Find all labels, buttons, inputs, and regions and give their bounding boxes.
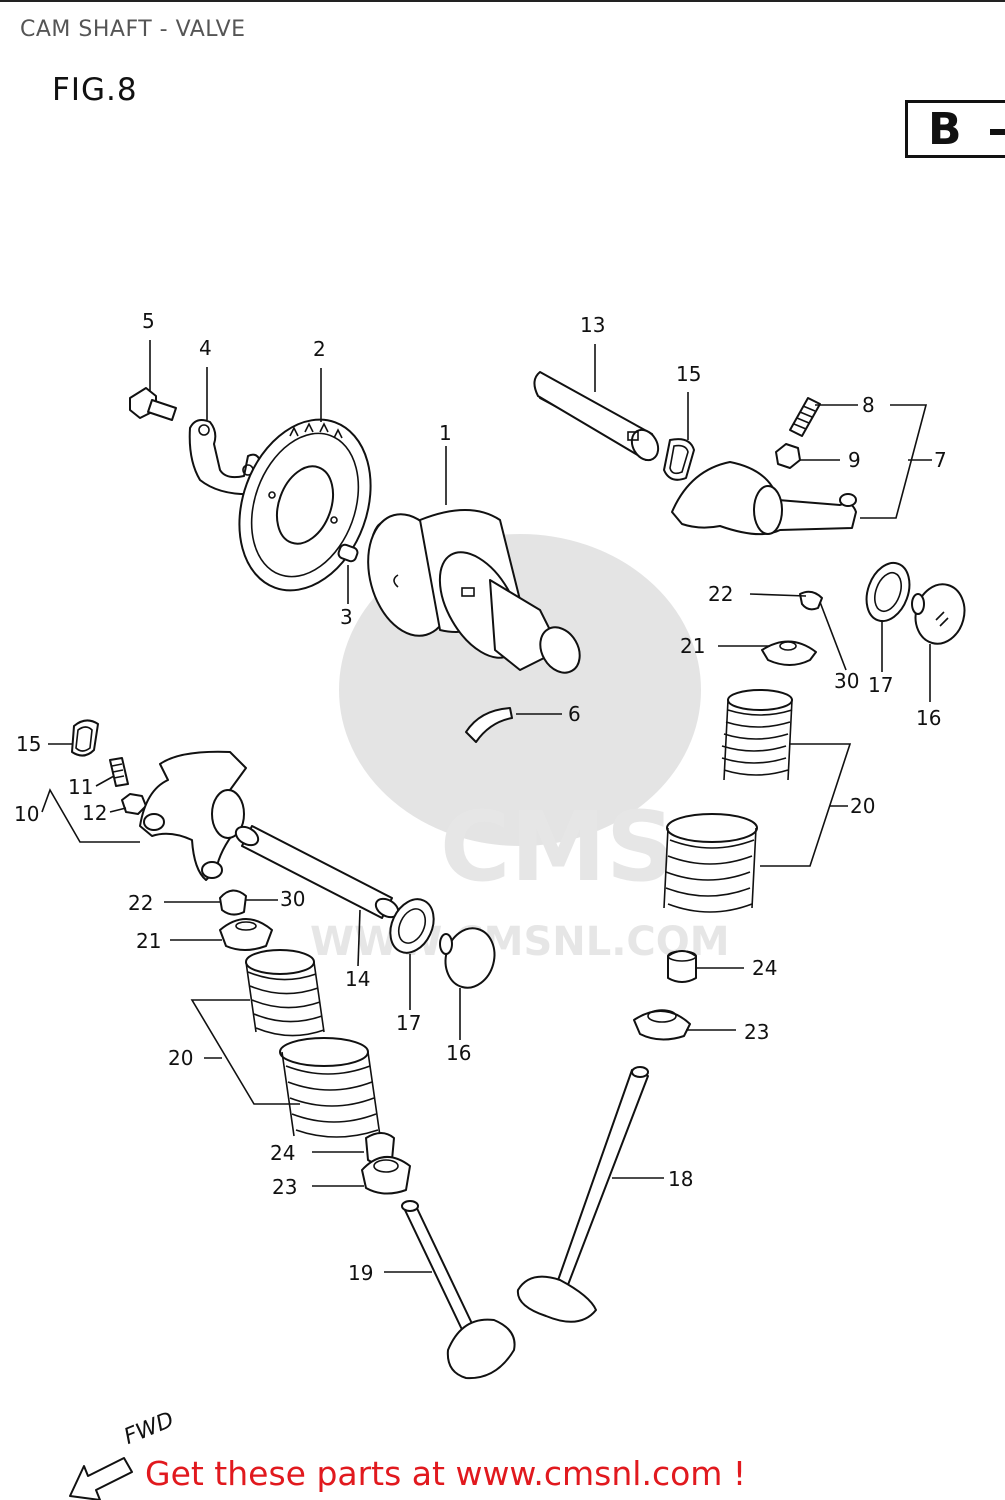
callout-22-lower: 22: [128, 891, 153, 915]
callout-18: 18: [668, 1167, 693, 1191]
callout-12: 12: [82, 801, 107, 825]
rocker-arm-7: [671, 461, 857, 536]
callout-1: 1: [439, 421, 452, 445]
callout-17-lower: 17: [396, 1011, 421, 1035]
top-rule: [0, 0, 1005, 2]
callout-30-lower: 30: [280, 887, 305, 911]
callout-17-upper: 17: [868, 673, 893, 697]
callout-10: 10: [14, 802, 39, 826]
cotter-22-lower: [219, 889, 247, 916]
callout-24-upper: 24: [752, 956, 777, 980]
fwd-arrow-icon: [69, 1457, 133, 1500]
leader-lines: [41, 340, 932, 1273]
section-box-dash: [990, 129, 1005, 135]
oring-15-upper: [663, 438, 695, 481]
callout-24-lower: 24: [270, 1141, 295, 1165]
callout-4: 4: [199, 336, 212, 360]
cam-sprocket-2: [238, 418, 372, 592]
figure-number: FIG.8: [52, 72, 138, 108]
bolt-5: [129, 387, 177, 421]
retainer-21-upper: [761, 640, 817, 666]
callout-14: 14: [345, 967, 370, 991]
seat-23-upper: [633, 1009, 691, 1041]
callout-6: 6: [568, 702, 581, 726]
cap-16-upper: [911, 583, 966, 645]
callout-8: 8: [862, 393, 875, 417]
callout-3: 3: [340, 605, 353, 629]
callout-21-lower: 21: [136, 929, 161, 953]
callout-labels: 5 4 2 1 3 6 13 15 8 9 7 22 21 30 17 16 2…: [14, 309, 947, 1285]
section-box-label: B: [928, 104, 962, 155]
callout-7: 7: [934, 448, 947, 472]
callout-11: 11: [68, 775, 93, 799]
pin-3: [337, 543, 359, 563]
springs-20-upper: [663, 689, 793, 913]
callout-2: 2: [313, 337, 326, 361]
callout-21-upper: 21: [680, 634, 705, 658]
callout-16-upper: 16: [916, 706, 941, 730]
callout-20-lower: 20: [168, 1046, 193, 1070]
callout-23-lower: 23: [272, 1175, 297, 1199]
section-box: B: [905, 100, 1005, 158]
promo-link[interactable]: Get these parts at www.cmsnl.com !: [145, 1454, 747, 1493]
callout-5: 5: [142, 309, 155, 333]
rocker-shaft-14: [234, 825, 400, 919]
oring-17-lower: [389, 898, 435, 954]
camshaft-1: [367, 509, 581, 674]
adjuster-screw-8: [789, 397, 821, 437]
springs-20-lower: [245, 949, 381, 1138]
oring-15-lower: [71, 719, 99, 757]
callout-16-lower: 16: [446, 1041, 471, 1065]
callout-15-lower: 15: [16, 732, 41, 756]
callout-15-upper: 15: [676, 362, 701, 386]
nut-12: [121, 793, 147, 815]
callout-9: 9: [848, 448, 861, 472]
callout-23-upper: 23: [744, 1020, 769, 1044]
seat-23-lower: [361, 1156, 411, 1195]
valve-18: [516, 1066, 649, 1323]
callout-13: 13: [580, 313, 605, 337]
adjuster-screw-11: [109, 757, 129, 787]
rocker-arm-10: [139, 750, 247, 881]
rocker-shaft-13: [533, 371, 660, 462]
callout-30-upper: 30: [834, 669, 859, 693]
retainer-21-lower: [219, 918, 273, 951]
stopper-6: [465, 707, 513, 743]
watermark-brand: CMS: [440, 791, 675, 903]
callout-20-upper: 20: [850, 794, 875, 818]
callout-19: 19: [348, 1261, 373, 1285]
oring-17-upper: [865, 561, 911, 623]
cotter-22-upper: [799, 590, 823, 611]
nut-9: [775, 443, 801, 469]
valve-19: [401, 1200, 516, 1380]
page-title: CAM SHAFT - VALVE: [20, 17, 246, 42]
cap-16-lower: [439, 927, 496, 989]
callout-22-upper: 22: [708, 582, 733, 606]
watermark-url: WWW.CMSNL.COM: [310, 919, 730, 965]
seal-24-upper: [667, 950, 697, 983]
